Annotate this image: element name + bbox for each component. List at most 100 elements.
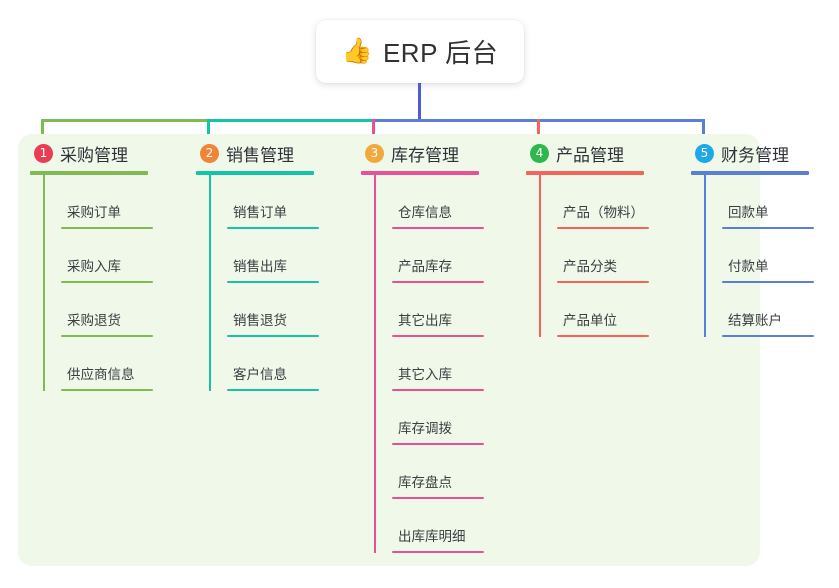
- branch-item-underline: [61, 335, 153, 337]
- branch-item-underline: [227, 227, 319, 229]
- branch-header-underline: [691, 171, 809, 175]
- bus-segment-1: [41, 119, 209, 122]
- root-title: ERP 后台: [382, 38, 499, 68]
- branch-item-label: 采购退货: [67, 313, 121, 328]
- branch-item-label: 销售订单: [233, 205, 287, 220]
- branch-item[interactable]: 其它出库: [374, 283, 484, 337]
- branch-number-badge: 3: [365, 143, 384, 163]
- branch-column-库存管理[interactable]: 3 库存管理仓库信息产品库存其它出库其它入库库存调拨库存盘点出库库明细: [361, 140, 484, 553]
- branch-item[interactable]: 付款单: [704, 229, 814, 283]
- branch-item-label: 产品单位: [563, 313, 617, 328]
- branch-spine: [539, 175, 541, 337]
- branch-item-underline: [392, 281, 484, 283]
- branch-item-underline: [227, 389, 319, 391]
- branch-header-underline: [526, 171, 644, 175]
- thumbs-up-icon: 👍: [341, 37, 373, 65]
- branch-item-underline: [61, 281, 153, 283]
- branch-spine: [374, 175, 376, 553]
- branch-item[interactable]: 回款单: [704, 175, 814, 229]
- branch-header-underline: [30, 171, 148, 175]
- trunk-connector: [418, 83, 421, 119]
- branch-item[interactable]: 其它入库: [374, 337, 484, 391]
- branch-item-label: 其它出库: [398, 313, 452, 328]
- branch-column-销售管理[interactable]: 2 销售管理销售订单销售出库销售退货客户信息: [196, 140, 319, 391]
- branch-items: 采购订单采购入库采购退货供应商信息: [43, 175, 153, 391]
- branch-header-underline: [196, 171, 314, 175]
- branch-title: 销售管理: [226, 145, 294, 165]
- branch-item-label: 其它入库: [398, 367, 452, 382]
- branch-item[interactable]: 出库库明细: [374, 499, 484, 553]
- branch-item-underline: [392, 443, 484, 445]
- branch-item[interactable]: 产品（物料）: [539, 175, 649, 229]
- branch-title: 采购管理: [60, 145, 128, 165]
- branch-title: 产品管理: [556, 145, 624, 165]
- branch-item-underline: [557, 281, 649, 283]
- branch-item-label: 仓库信息: [398, 205, 452, 220]
- branch-item[interactable]: 库存调拨: [374, 391, 484, 445]
- branch-item-label: 出库库明细: [398, 529, 466, 544]
- branch-item-label: 回款单: [728, 205, 769, 220]
- branch-item-label: 销售出库: [233, 259, 287, 274]
- branch-header[interactable]: 4 产品管理: [526, 140, 644, 166]
- branch-item[interactable]: 结算账户: [704, 283, 814, 337]
- branch-item-underline: [61, 227, 153, 229]
- branch-title: 库存管理: [391, 145, 459, 165]
- branch-item[interactable]: 供应商信息: [43, 337, 153, 391]
- branch-item-underline: [227, 281, 319, 283]
- branch-number-badge: 1: [34, 143, 53, 163]
- branch-item-underline: [61, 389, 153, 391]
- branch-header-underline: [361, 171, 479, 175]
- branch-item-label: 结算账户: [728, 313, 782, 328]
- branches-panel: [18, 134, 760, 566]
- branch-item-underline: [722, 335, 814, 337]
- branch-item-underline: [557, 227, 649, 229]
- branch-item-underline: [392, 227, 484, 229]
- branch-item[interactable]: 销售出库: [209, 229, 319, 283]
- branch-item-label: 库存盘点: [398, 475, 452, 490]
- branch-header[interactable]: 1 采购管理: [30, 140, 148, 166]
- branch-item-label: 产品（物料）: [563, 205, 644, 220]
- branch-item-underline: [722, 281, 814, 283]
- branch-number-badge: 4: [530, 143, 549, 163]
- branch-item[interactable]: 产品库存: [374, 229, 484, 283]
- branch-header[interactable]: 3 库存管理: [361, 140, 479, 166]
- branch-item-underline: [557, 335, 649, 337]
- branch-item[interactable]: 销售退货: [209, 283, 319, 337]
- branch-item-label: 产品分类: [563, 259, 617, 274]
- branch-number-badge: 5: [695, 143, 714, 163]
- branch-item-label: 采购订单: [67, 205, 121, 220]
- branch-item-label: 供应商信息: [67, 367, 135, 382]
- branch-item[interactable]: 销售订单: [209, 175, 319, 229]
- branch-column-采购管理[interactable]: 1 采购管理采购订单采购入库采购退货供应商信息: [30, 140, 153, 391]
- branch-column-产品管理[interactable]: 4 产品管理产品（物料） 产品分类产品单位: [526, 140, 649, 337]
- branch-item-label: 库存调拨: [398, 421, 452, 436]
- branch-item[interactable]: 库存盘点: [374, 445, 484, 499]
- branch-item[interactable]: 产品单位: [539, 283, 649, 337]
- branch-item-label: 付款单: [728, 259, 769, 274]
- branch-item[interactable]: 采购退货: [43, 283, 153, 337]
- branch-item[interactable]: 采购订单: [43, 175, 153, 229]
- branch-item-underline: [227, 335, 319, 337]
- branch-items: 仓库信息产品库存其它出库其它入库库存调拨库存盘点出库库明细: [374, 175, 484, 553]
- bus-segment-2: [207, 119, 374, 122]
- branch-item[interactable]: 客户信息: [209, 337, 319, 391]
- branch-header[interactable]: 2 销售管理: [196, 140, 314, 166]
- branch-item[interactable]: 仓库信息: [374, 175, 484, 229]
- branch-items: 销售订单销售出库销售退货客户信息: [209, 175, 319, 391]
- root-node[interactable]: 👍 ERP 后台: [316, 20, 524, 83]
- branch-items: 回款单付款单结算账户: [704, 175, 814, 337]
- branch-number-badge: 2: [200, 143, 219, 163]
- branch-spine: [209, 175, 211, 391]
- branch-items: 产品（物料） 产品分类产品单位: [539, 175, 649, 337]
- branch-item-label: 产品库存: [398, 259, 452, 274]
- branch-item-label: 采购入库: [67, 259, 121, 274]
- branch-item-underline: [392, 551, 484, 553]
- branch-item[interactable]: 采购入库: [43, 229, 153, 283]
- branch-item-underline: [392, 335, 484, 337]
- branch-item-label: 销售退货: [233, 313, 287, 328]
- branch-item[interactable]: 产品分类: [539, 229, 649, 283]
- branch-item-underline: [392, 389, 484, 391]
